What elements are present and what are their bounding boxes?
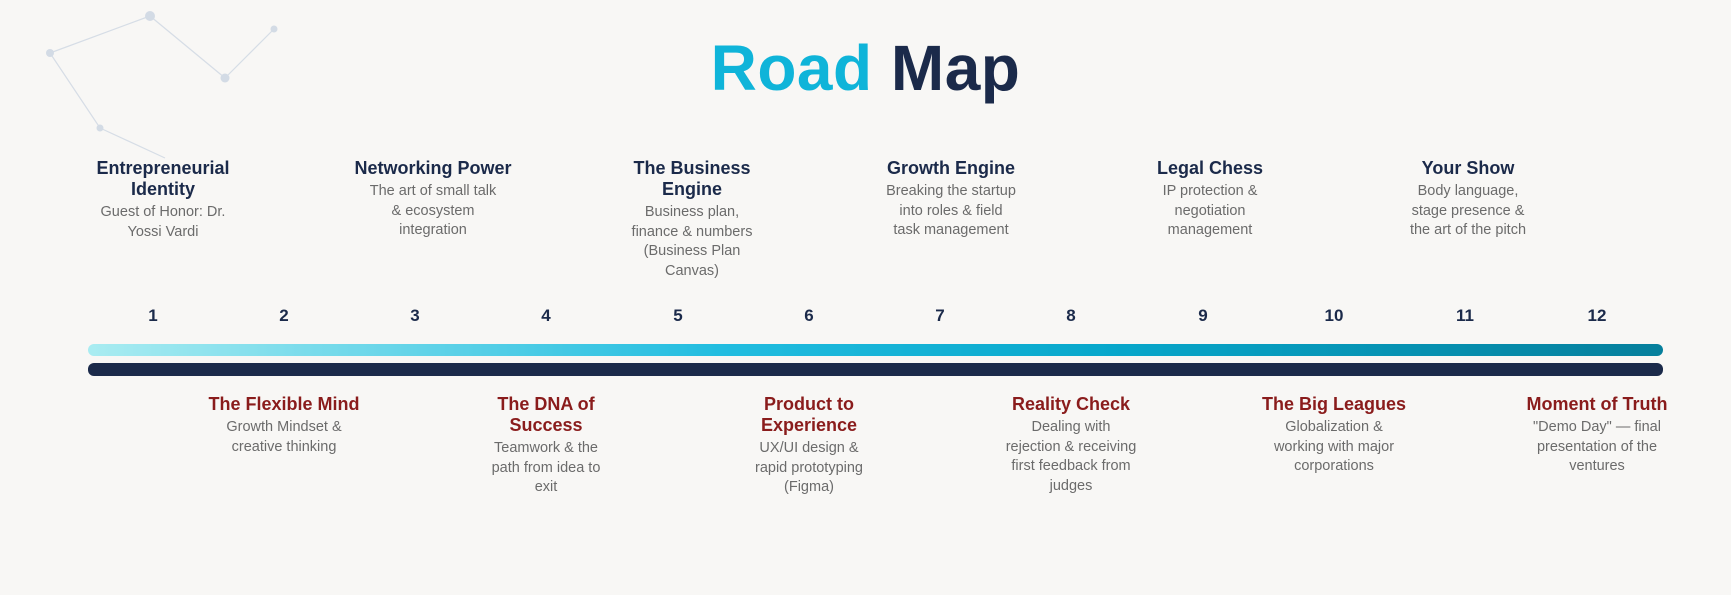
topic-title: Reality Check bbox=[1011, 394, 1131, 414]
topic-description: The art of small talk & ecosystem integr… bbox=[369, 183, 497, 238]
step-number-11: 11 bbox=[1456, 306, 1474, 325]
step-number-8: 8 bbox=[1066, 306, 1076, 325]
title-word-map: Map bbox=[890, 32, 1021, 104]
topic-description: IP protection & negotiation management bbox=[1162, 183, 1258, 238]
roadmap-topic-12: Moment of Truth "Demo Day" — final prese… bbox=[1517, 394, 1677, 477]
topic-description: Growth Mindset & creative thinking bbox=[226, 419, 342, 455]
topic-title: The Flexible Mind bbox=[208, 394, 360, 414]
roadmap-topic-7: Growth Engine Breaking the startup into … bbox=[871, 158, 1031, 241]
timeline-gradient-bar bbox=[88, 344, 1663, 356]
roadmap-topic-3: Networking Power The art of small talk &… bbox=[353, 158, 513, 241]
step-number-6: 6 bbox=[804, 306, 814, 325]
roadmap-topic-5: The Business Engine Business plan, finan… bbox=[612, 158, 772, 281]
step-number-10: 10 bbox=[1324, 306, 1344, 325]
topic-title: The DNA of Success bbox=[497, 394, 595, 435]
topic-title: Entrepreneurial Identity bbox=[96, 158, 230, 199]
topic-description: "Demo Day" — final presentation of the v… bbox=[1533, 419, 1661, 474]
topic-title: Your Show bbox=[1421, 158, 1515, 178]
step-number-5: 5 bbox=[673, 306, 683, 325]
step-number-4: 4 bbox=[541, 306, 551, 325]
roadmap-topic-1: Entrepreneurial Identity Guest of Honor:… bbox=[83, 158, 243, 242]
topic-description: Guest of Honor: Dr. Yossi Vardi bbox=[100, 204, 226, 240]
topic-title: Legal Chess bbox=[1156, 158, 1264, 178]
topic-description: Body language, stage presence & the art … bbox=[1409, 183, 1527, 238]
topic-description: Business plan, finance & numbers (Busine… bbox=[631, 204, 753, 279]
topic-description: Globalization & working with major corpo… bbox=[1273, 419, 1395, 474]
topic-description: Teamwork & the path from idea to exit bbox=[491, 440, 601, 495]
topic-title: The Big Leagues bbox=[1261, 394, 1407, 414]
topic-title: Product to Experience bbox=[760, 394, 858, 435]
topic-description: Dealing with rejection & receiving first… bbox=[1005, 419, 1137, 494]
roadmap-topic-9: Legal Chess IP protection & negotiation … bbox=[1130, 158, 1290, 241]
step-number-12: 12 bbox=[1587, 306, 1607, 325]
roadmap-topic-2: The Flexible Mind Growth Mindset & creat… bbox=[204, 394, 364, 457]
topic-title: Networking Power bbox=[354, 158, 512, 178]
roadmap-topic-11: Your Show Body language, stage presence … bbox=[1388, 158, 1548, 241]
topic-description: UX/UI design & rapid prototyping (Figma) bbox=[754, 440, 863, 495]
topic-description: Breaking the startup into roles & field … bbox=[886, 183, 1016, 238]
roadmap-topic-10: The Big Leagues Globalization & working … bbox=[1254, 394, 1414, 477]
title-word-road: Road bbox=[710, 32, 873, 104]
topic-title: The Business Engine bbox=[633, 158, 751, 199]
step-number-3: 3 bbox=[410, 306, 420, 325]
constellation-decoration bbox=[46, 11, 278, 159]
page-title: Road Map bbox=[0, 28, 1731, 108]
roadmap-topic-8: Reality Check Dealing with rejection & r… bbox=[991, 394, 1151, 496]
roadmap-topic-6: Product to Experience UX/UI design & rap… bbox=[729, 394, 889, 498]
step-number-7: 7 bbox=[935, 306, 945, 325]
topic-title: Growth Engine bbox=[887, 158, 1015, 178]
topic-title: Moment of Truth bbox=[1526, 394, 1668, 414]
step-number-9: 9 bbox=[1198, 306, 1208, 325]
timeline-navy-bar bbox=[88, 363, 1663, 376]
step-number-2: 2 bbox=[279, 306, 289, 325]
step-number-1: 1 bbox=[148, 306, 158, 325]
roadmap-topic-4: The DNA of Success Teamwork & the path f… bbox=[466, 394, 626, 498]
